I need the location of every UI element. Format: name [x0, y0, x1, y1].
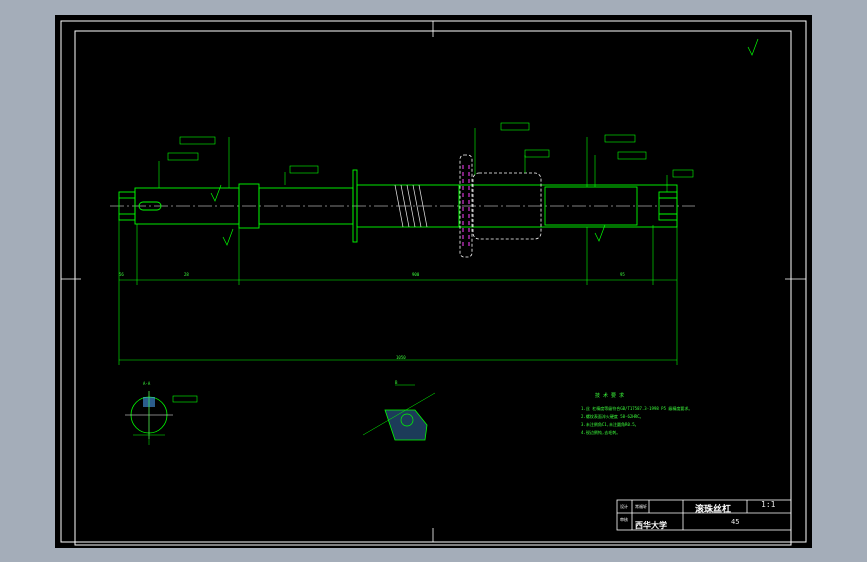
tolerance-frames: [167, 122, 694, 178]
dimension-lines: [118, 128, 678, 365]
tech-req-heading: 技 术 要 求: [595, 393, 625, 399]
dim-right-segment: 95: [620, 272, 625, 277]
section-a-label: A-A: [143, 381, 151, 386]
title-design-value: 常福轩: [635, 504, 647, 509]
sheet-inner-border: [74, 30, 792, 546]
tech-req-line-4: 4.锐边倒钝,去毛刺。: [581, 430, 621, 435]
title-part-name: 滚珠丝杠: [695, 505, 732, 515]
title-school: 西华大学: [635, 521, 667, 530]
title-design-label: 设计: [620, 504, 628, 509]
tech-req-line-2: 2.螺纹表面淬火硬度 58-62HRC。: [581, 414, 644, 419]
roughness-symbols: [210, 38, 759, 246]
dim-middle-segment: 900: [412, 272, 420, 277]
tech-req-line-3: 3.未注倒角C1,未注圆角R0.5。: [581, 422, 639, 427]
section-view-a: [125, 391, 198, 445]
sheet-outer-border: [60, 20, 807, 543]
shaft-body: [118, 169, 678, 243]
title-block: [616, 499, 792, 531]
tech-req-line-1: 1.丝 杠精度等级符合GB/T17587.3-1998 P5 级精度要求。: [581, 406, 693, 411]
engineering-drawing: [60, 20, 807, 546]
ball-nut: [459, 154, 542, 258]
title-check-label: 审核: [620, 517, 628, 522]
cad-viewport[interactable]: 56 28 900 95 1050 A-A B 技 术 要 求 1.丝 杠精度等…: [55, 15, 812, 548]
dim-left-segment: 28: [184, 272, 189, 277]
detail-b-label: B: [395, 380, 398, 385]
title-scale: 1:1: [761, 500, 776, 509]
title-sheet: 45: [731, 518, 740, 526]
detail-view-b: [362, 384, 436, 441]
thread-helix: [394, 184, 428, 228]
dim-left-small: 56: [119, 272, 124, 277]
dim-overall-length: 1050: [396, 355, 406, 360]
